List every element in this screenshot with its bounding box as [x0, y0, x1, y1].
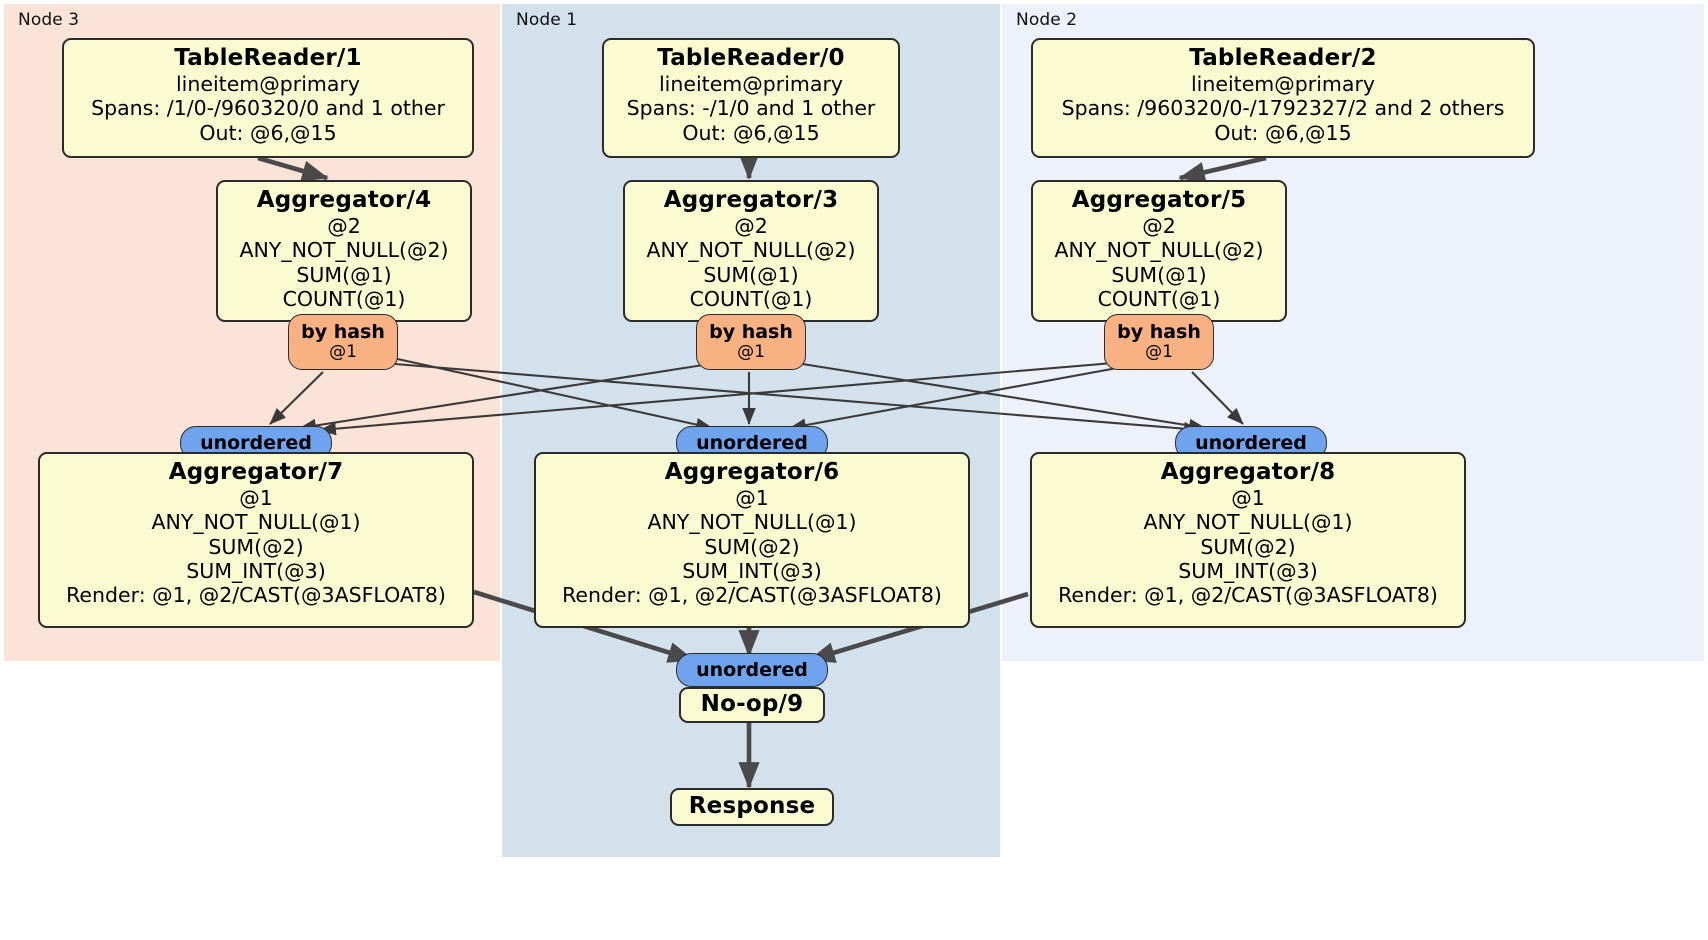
processor-line: SUM_INT(@3)	[186, 558, 326, 583]
processor-table-reader-2[interactable]: TableReader/2 lineitem@primary Spans: /9…	[1031, 38, 1535, 158]
router-label: by hash	[301, 321, 385, 344]
processor-line: @1	[1231, 486, 1265, 511]
synchronizer-unordered-final[interactable]: unordered	[676, 653, 828, 687]
processor-aggregator-6[interactable]: Aggregator/6 @1 ANY_NOT_NULL(@1) SUM(@2)…	[534, 452, 970, 628]
processor-title: Aggregator/4	[256, 187, 432, 213]
processor-line: @1	[239, 486, 273, 511]
synchronizer-label: unordered	[1195, 431, 1307, 454]
processor-line: SUM(@1)	[703, 262, 799, 287]
processor-aggregator-3[interactable]: Aggregator/3 @2 ANY_NOT_NULL(@2) SUM(@1)…	[623, 180, 879, 322]
processor-line: SUM(@1)	[1111, 262, 1207, 287]
processor-line: SUM(@2)	[704, 534, 800, 559]
processor-line: Out: @6,@15	[682, 120, 820, 145]
processor-line: @1	[735, 486, 769, 511]
processor-line: Spans: -/1/0 and 1 other	[626, 96, 876, 121]
processor-line: COUNT(@1)	[1097, 286, 1221, 311]
processor-line: SUM_INT(@3)	[682, 558, 822, 583]
hash-router-right[interactable]: by hash @1	[1104, 314, 1214, 370]
synchronizer-label: unordered	[200, 431, 312, 454]
panel-label-node-3: Node 3	[18, 10, 80, 30]
processor-line: ANY_NOT_NULL(@1)	[1143, 510, 1353, 535]
processor-line: lineitem@primary	[175, 72, 361, 97]
processor-aggregator-8[interactable]: Aggregator/8 @1 ANY_NOT_NULL(@1) SUM(@2)…	[1030, 452, 1466, 628]
router-label: by hash	[1117, 321, 1201, 344]
synchronizer-label: unordered	[696, 431, 808, 454]
processor-line: @2	[327, 214, 361, 239]
processor-line: lineitem@primary	[658, 72, 844, 97]
processor-title: Aggregator/8	[1160, 459, 1336, 485]
hash-router-center[interactable]: by hash @1	[696, 314, 806, 370]
processor-title: TableReader/0	[657, 45, 845, 71]
processor-line: SUM_INT(@3)	[1178, 558, 1318, 583]
processor-line: ANY_NOT_NULL(@1)	[151, 510, 361, 535]
processor-aggregator-5[interactable]: Aggregator/5 @2 ANY_NOT_NULL(@2) SUM(@1)…	[1031, 180, 1287, 322]
processor-table-reader-1[interactable]: TableReader/1 lineitem@primary Spans: /1…	[62, 38, 474, 158]
processor-line: lineitem@primary	[1190, 72, 1376, 97]
panel-label-node-2: Node 2	[1016, 10, 1078, 30]
processor-line: Render: @1, @2/CAST(@3ASFLOAT8)	[562, 582, 942, 607]
processor-line: ANY_NOT_NULL(@1)	[647, 510, 857, 535]
panel-label-node-1: Node 1	[516, 10, 578, 30]
processor-title: TableReader/2	[1189, 45, 1377, 71]
processor-line: Out: @6,@15	[199, 120, 337, 145]
processor-line: ANY_NOT_NULL(@2)	[646, 238, 856, 263]
processor-aggregator-4[interactable]: Aggregator/4 @2 ANY_NOT_NULL(@2) SUM(@1)…	[216, 180, 472, 322]
processor-line: Spans: /960320/0-/1792327/2 and 2 others	[1061, 96, 1505, 121]
processor-title: Response	[688, 793, 816, 820]
processor-line: COUNT(@1)	[689, 286, 813, 311]
processor-line: Render: @1, @2/CAST(@3ASFLOAT8)	[66, 582, 446, 607]
processor-line: ANY_NOT_NULL(@2)	[239, 238, 449, 263]
processor-line: SUM(@2)	[1200, 534, 1296, 559]
router-label: by hash	[709, 321, 793, 344]
processor-line: COUNT(@1)	[282, 286, 406, 311]
processor-line: ANY_NOT_NULL(@2)	[1054, 238, 1264, 263]
router-column: @1	[1145, 342, 1173, 363]
router-column: @1	[329, 342, 357, 363]
processor-line: @2	[734, 214, 768, 239]
synchronizer-label: unordered	[696, 658, 808, 681]
processor-noop-9[interactable]: No-op/9	[679, 687, 825, 723]
processor-line: SUM(@1)	[296, 262, 392, 287]
processor-title: Aggregator/6	[664, 459, 840, 485]
processor-line: SUM(@2)	[208, 534, 304, 559]
processor-aggregator-7[interactable]: Aggregator/7 @1 ANY_NOT_NULL(@1) SUM(@2)…	[38, 452, 474, 628]
processor-line: Render: @1, @2/CAST(@3ASFLOAT8)	[1058, 582, 1438, 607]
processor-table-reader-0[interactable]: TableReader/0 lineitem@primary Spans: -/…	[602, 38, 900, 158]
processor-title: TableReader/1	[174, 45, 362, 71]
processor-title: Aggregator/7	[168, 459, 344, 485]
processor-line: @2	[1142, 214, 1176, 239]
processor-response[interactable]: Response	[670, 788, 834, 826]
processor-line: Spans: /1/0-/960320/0 and 1 other	[91, 96, 445, 121]
router-column: @1	[737, 342, 765, 363]
hash-router-left[interactable]: by hash @1	[288, 314, 398, 370]
processor-title: No-op/9	[700, 691, 804, 718]
processor-title: Aggregator/3	[663, 187, 839, 213]
processor-line: Out: @6,@15	[1214, 120, 1352, 145]
processor-title: Aggregator/5	[1071, 187, 1247, 213]
